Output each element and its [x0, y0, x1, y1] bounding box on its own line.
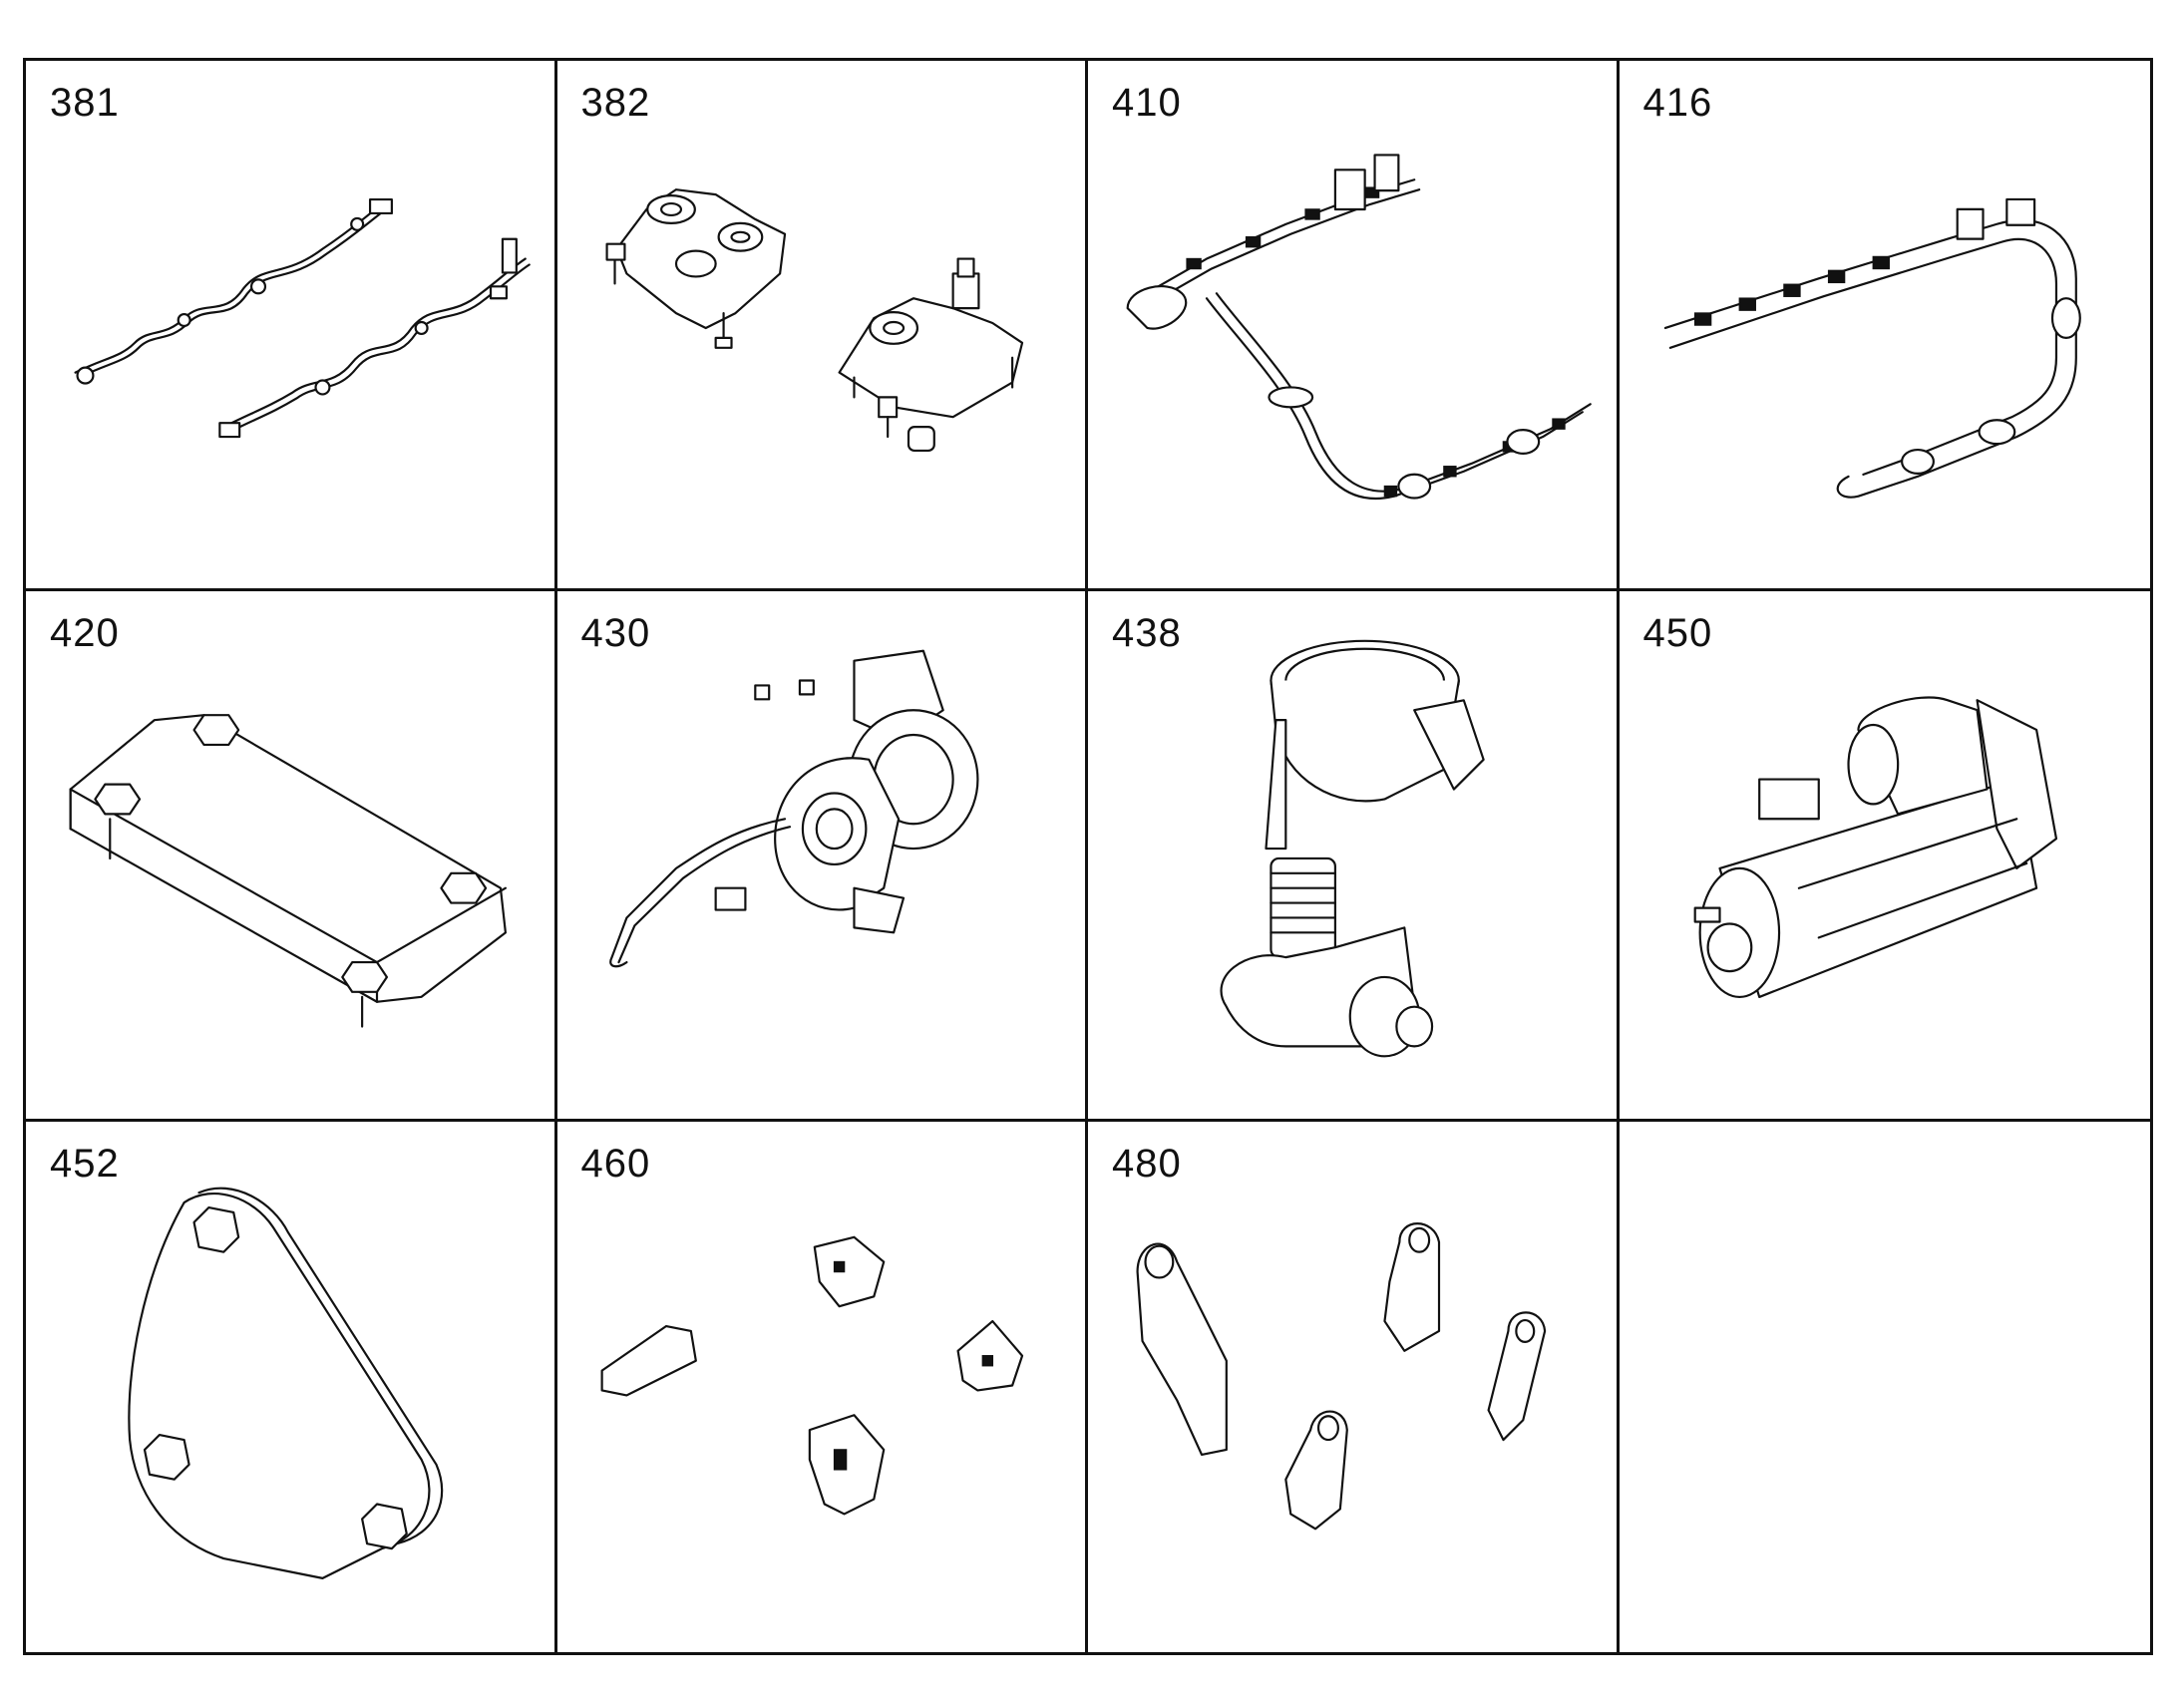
part-number: 452 [50, 1142, 120, 1186]
part-number: 438 [1112, 611, 1182, 655]
part-number: 381 [50, 81, 120, 125]
mounting-brackets-icon [557, 1122, 1086, 1652]
empty-cell [1620, 1122, 2151, 1652]
blanking-plate-icon [26, 1122, 554, 1652]
parts-catalog-grid: 381 382 [23, 58, 2153, 1655]
lifting-brackets-icon [1088, 1122, 1617, 1652]
parts-cell[interactable]: 420 [26, 591, 557, 1122]
part-number: 480 [1112, 1142, 1182, 1186]
exhaust-assembly-icon [1088, 591, 1617, 1119]
cover-plate-icon [26, 591, 554, 1119]
part-number: 416 [1642, 81, 1713, 125]
parts-cell[interactable]: 410 [1088, 61, 1620, 591]
part-number: 460 [580, 1142, 651, 1186]
parts-cell[interactable]: 381 [26, 61, 557, 591]
wiring-harness-icon [1088, 61, 1617, 588]
part-number: 450 [1642, 611, 1713, 655]
part-number: 430 [580, 611, 651, 655]
part-number: 420 [50, 611, 120, 655]
turbocharger-icon [557, 591, 1086, 1119]
parts-cell[interactable]: 460 [557, 1122, 1088, 1652]
starter-motor-icon [1620, 591, 2151, 1119]
parts-cell[interactable]: 438 [1088, 591, 1620, 1122]
parts-cell[interactable]: 450 [1619, 591, 2151, 1122]
parts-cell[interactable]: 430 [556, 591, 1088, 1122]
part-number: 382 [580, 81, 651, 125]
fuel-injector-pipe-icon [26, 61, 554, 588]
parts-cell[interactable]: 480 [1088, 1122, 1620, 1652]
part-number: 410 [1112, 81, 1182, 125]
parts-cell[interactable]: 382 [556, 61, 1088, 591]
parts-cell[interactable]: 452 [26, 1122, 557, 1652]
wiring-harness-loom-icon [1620, 61, 2151, 588]
thermostat-housing-icon [557, 61, 1086, 588]
parts-cell[interactable]: 416 [1619, 61, 2151, 591]
